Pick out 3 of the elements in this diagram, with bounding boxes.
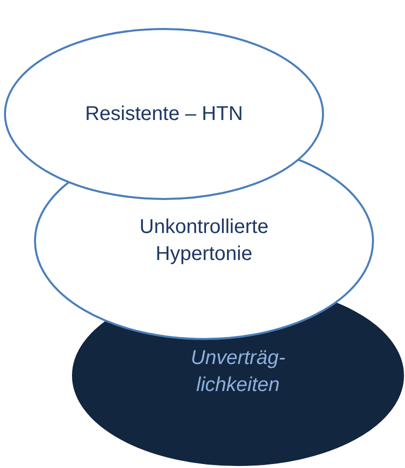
node-label: Unkontrollierte Hypertonie bbox=[138, 215, 270, 267]
node-label: Unverträg- lichkeiten bbox=[190, 346, 286, 398]
node-label: Resistente – HTN bbox=[84, 102, 244, 126]
